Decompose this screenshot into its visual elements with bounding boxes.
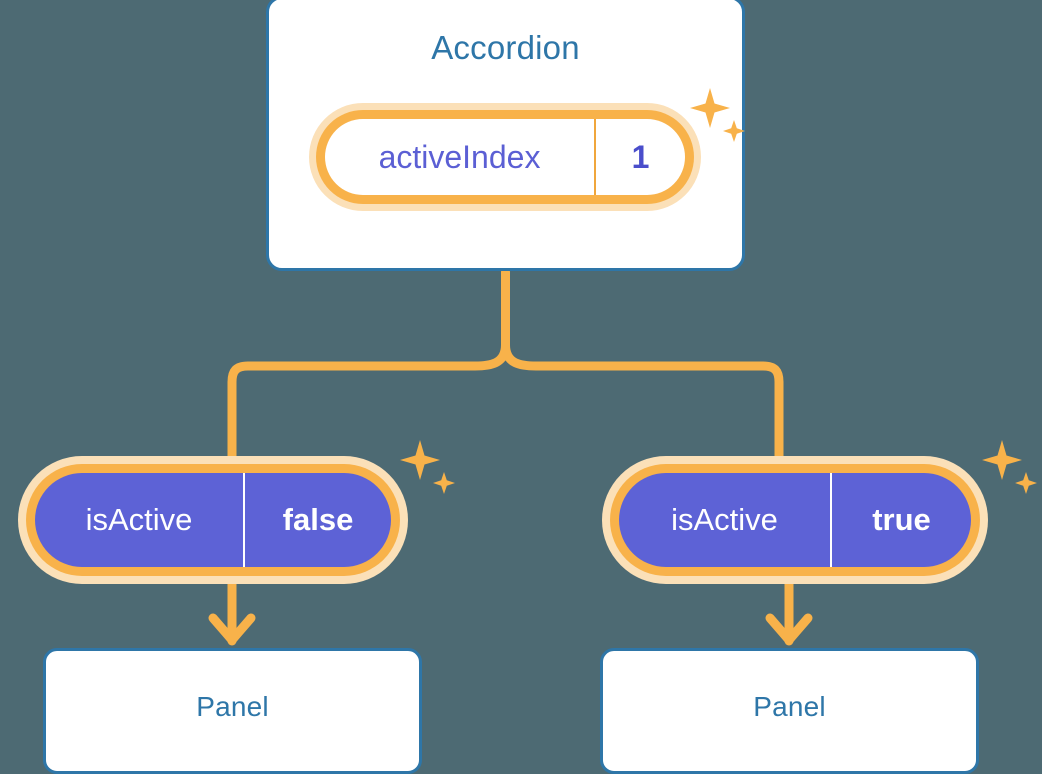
pill-body: isActive false (35, 473, 391, 567)
connector-branch-right (501, 340, 784, 467)
pill-body: activeIndex 1 (325, 119, 685, 195)
state-pill-value: false (282, 502, 354, 537)
panel-card-title: Panel (753, 691, 826, 722)
sparkle-large-icon (982, 440, 1037, 494)
state-pill-value: true (872, 502, 931, 537)
state-pill-key: isActive (85, 502, 193, 537)
pill-divider (830, 473, 832, 567)
pill-body: isActive true (619, 473, 971, 567)
state-pill-activeindex[interactable]: activeIndex 1 (309, 103, 701, 211)
panel-component-card-left[interactable]: Panel (43, 648, 422, 774)
state-pill-key: isActive (671, 502, 778, 537)
connector-arrow-right-head (765, 613, 813, 645)
sparkle-large-icon (400, 440, 455, 494)
connector-arrow-left-head (208, 613, 256, 645)
state-pill-isactive-true[interactable]: isActive true (602, 456, 988, 584)
pill-divider (243, 473, 245, 567)
accordion-card-title: Accordion (431, 29, 580, 66)
connector-branch-left (227, 340, 510, 467)
panel-card-title: Panel (196, 691, 269, 722)
state-pill-isactive-false[interactable]: isActive false (18, 456, 408, 584)
panel-component-card-right[interactable]: Panel (600, 648, 979, 774)
state-pill-key: activeIndex (378, 138, 541, 175)
state-pill-value: 1 (631, 138, 650, 175)
pill-divider (594, 119, 596, 195)
